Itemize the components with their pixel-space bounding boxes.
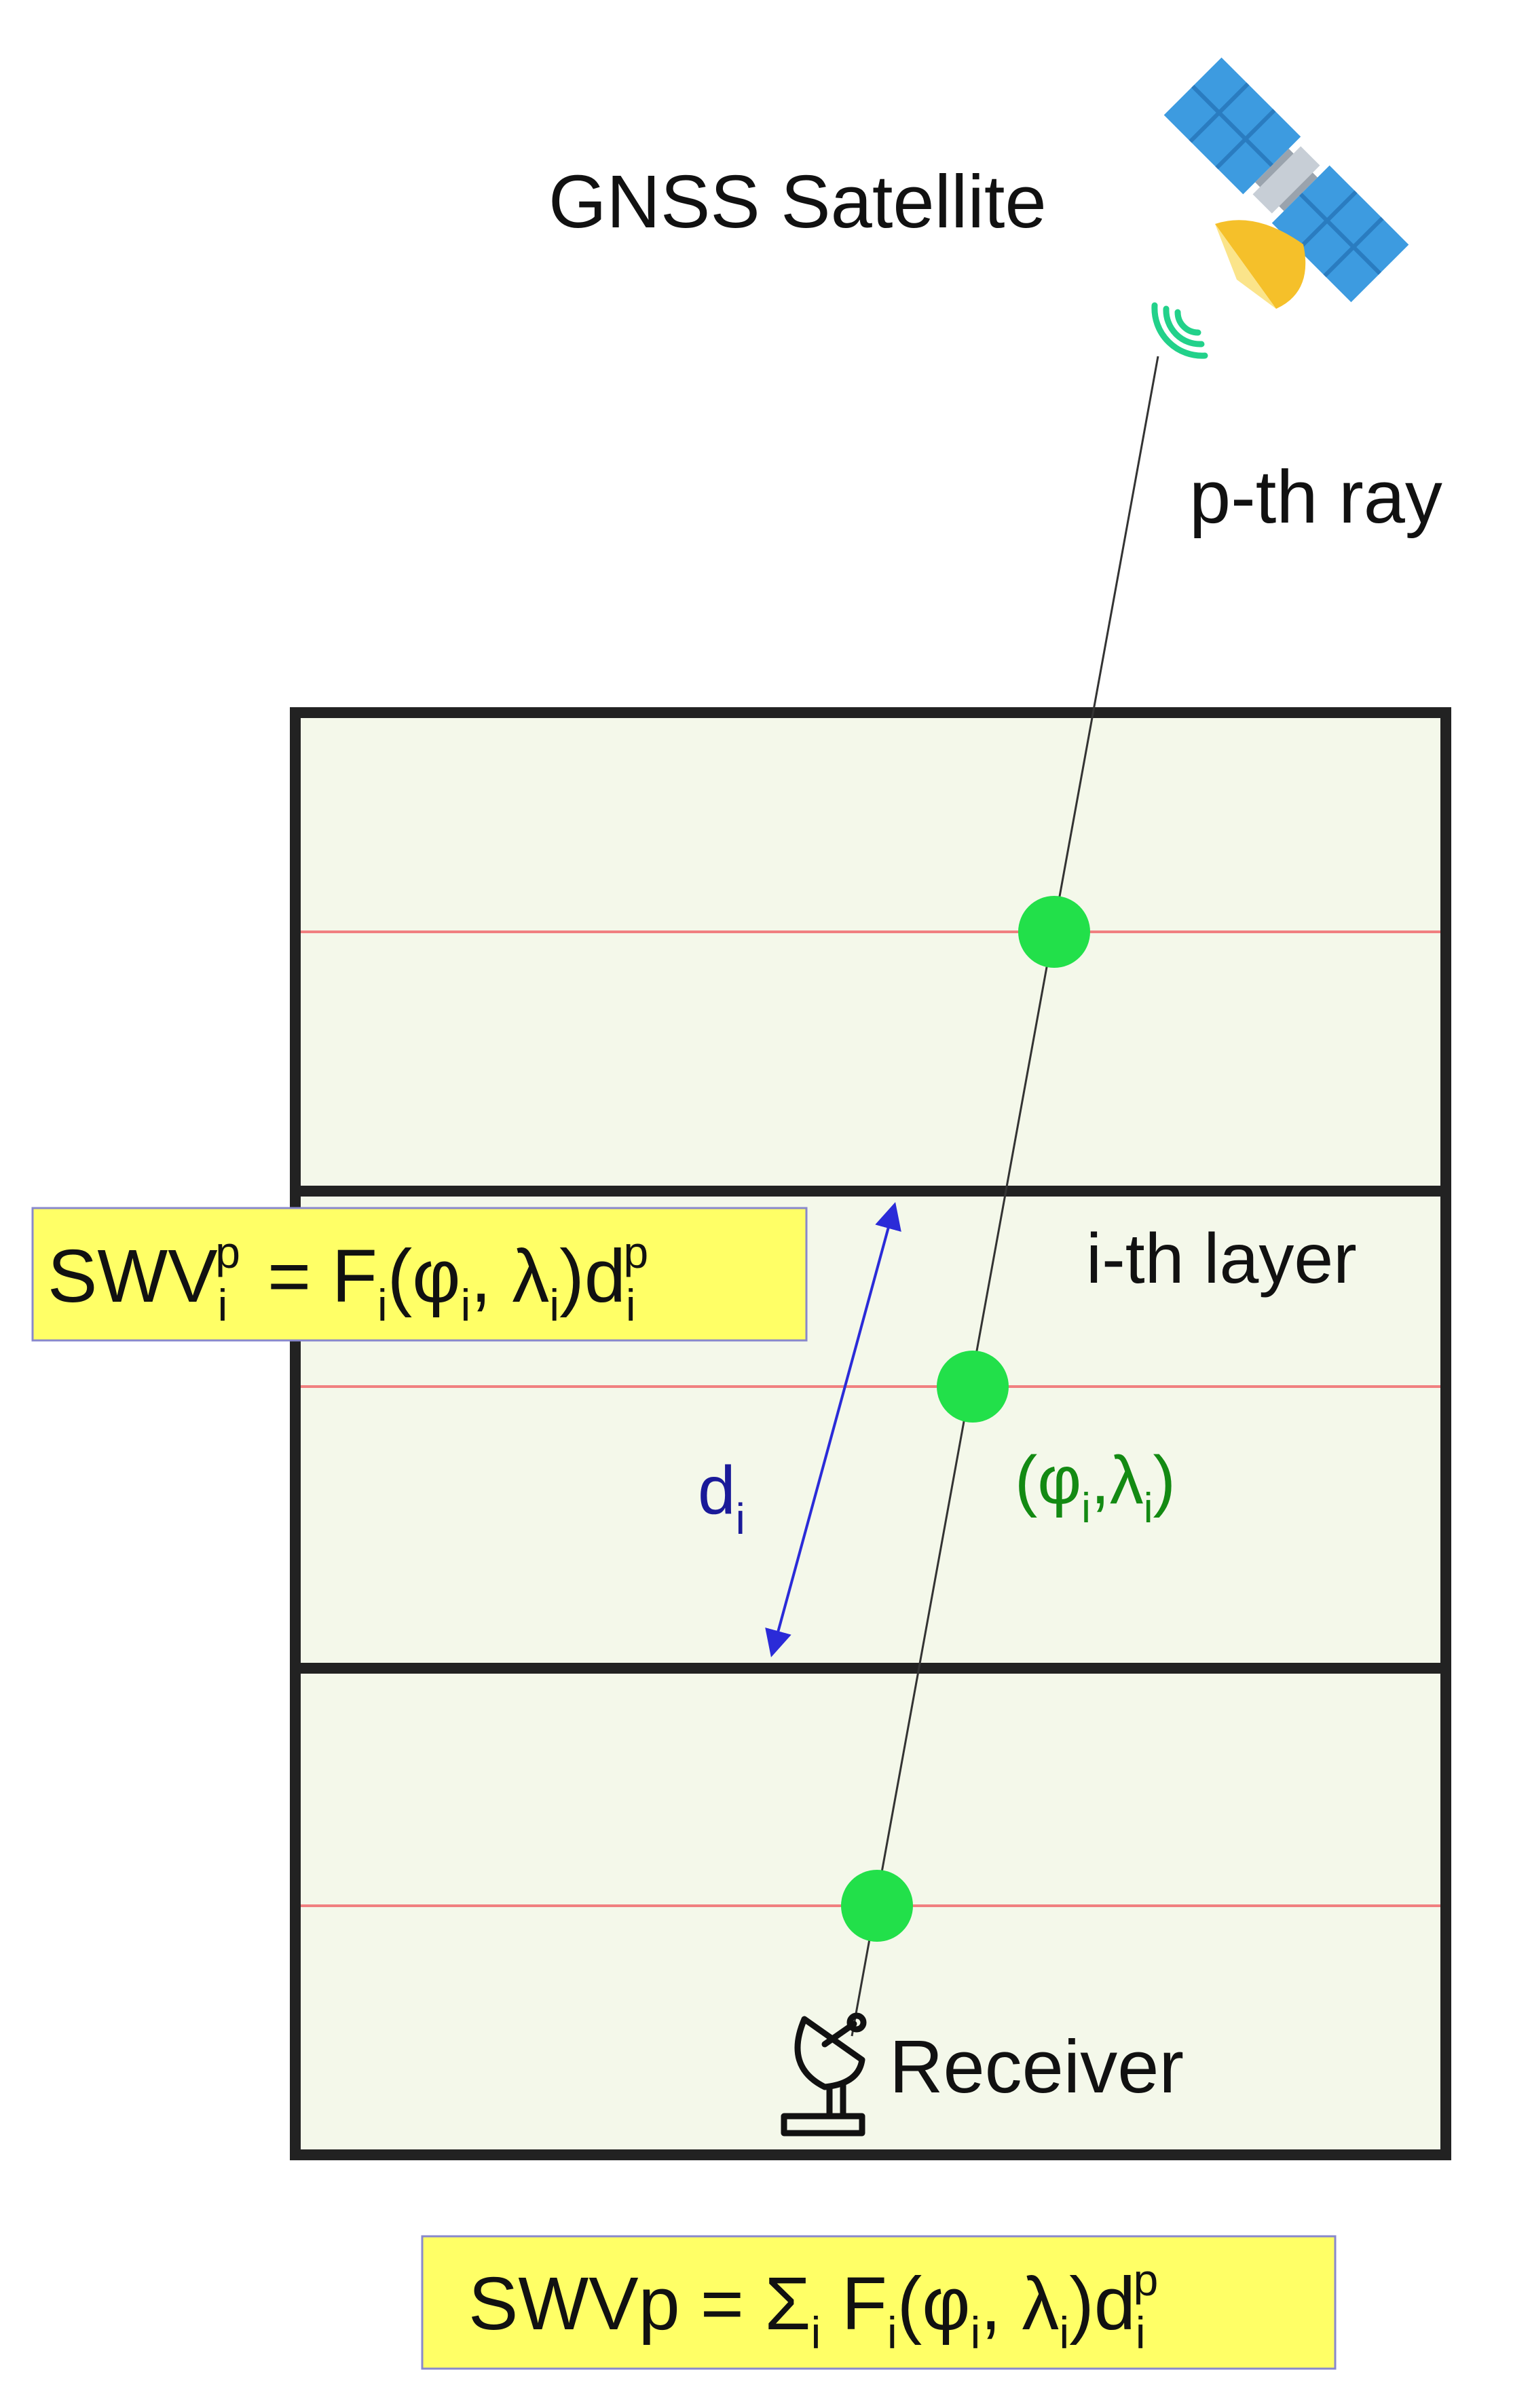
svg-text:SWVp= Σi Fi(φi, λi)dip: SWVp= Σi Fi(φi, λi)dip bbox=[468, 2255, 1158, 2358]
intersection-point bbox=[937, 1351, 1009, 1423]
total-equation: SWVp= Σi Fi(φi, λi)dip bbox=[421, 2235, 1337, 2370]
signal-icon bbox=[1151, 302, 1208, 359]
distance-label: di bbox=[698, 1452, 745, 1543]
receiver-label: Receiver bbox=[889, 2025, 1184, 2109]
distance-arrow bbox=[765, 1202, 901, 1657]
point-coordinates-label: (φi,λi) bbox=[1015, 1442, 1176, 1532]
satellite-icon bbox=[1163, 57, 1409, 309]
receiver-dish-icon bbox=[781, 2012, 867, 2137]
svg-text:SWVip= Fi(φi, λi)dip: SWVip= Fi(φi, λi)dip bbox=[48, 1227, 648, 1330]
layer-label: i-th layer bbox=[1086, 1220, 1357, 1298]
ray-label: p-th ray bbox=[1189, 455, 1442, 539]
layer-equation: SWVip= Fi(φi, λi)dip bbox=[31, 1207, 808, 1342]
satellite-label: GNSS Satellite bbox=[548, 160, 1047, 244]
intersection-point bbox=[1018, 896, 1090, 968]
ray-line bbox=[851, 356, 1159, 2037]
intersection-point bbox=[841, 1870, 913, 1942]
